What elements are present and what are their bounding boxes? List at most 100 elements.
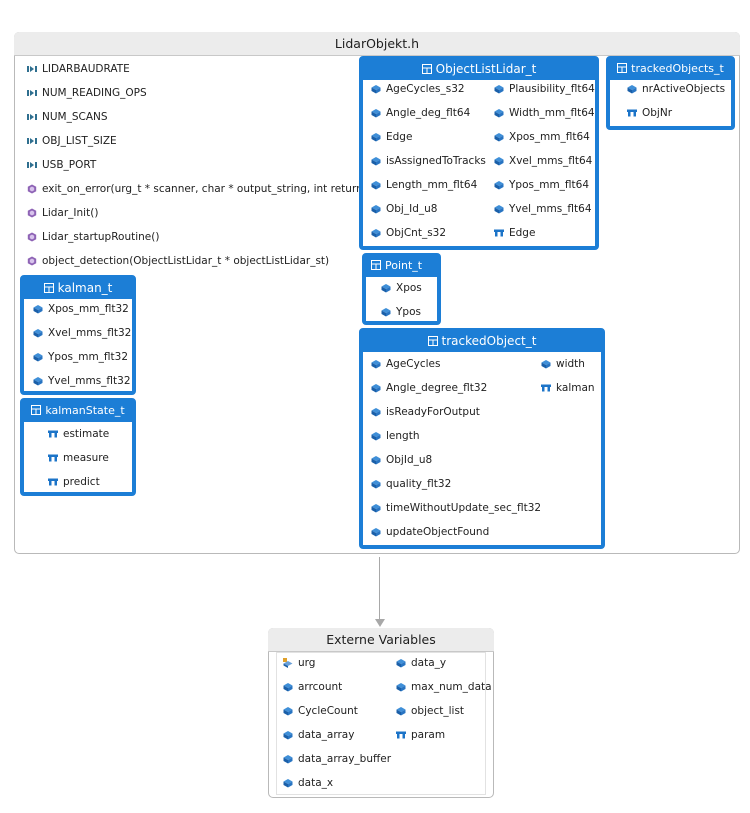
struct-icon <box>371 260 381 270</box>
field-icon <box>396 658 406 668</box>
field-item[interactable]: timeWithoutUpdate_sec_flt32 <box>371 501 541 515</box>
variable-label: data_x <box>298 777 334 789</box>
struct-field-icon <box>48 429 58 439</box>
struct-header[interactable]: ObjectListLidar_t <box>363 60 595 80</box>
function-icon <box>27 208 37 218</box>
field-icon <box>494 108 504 118</box>
struct-field-item[interactable]: kalman <box>541 381 595 395</box>
struct-field-icon <box>48 453 58 463</box>
field-item[interactable]: Ypos <box>381 305 421 319</box>
struct-field-item[interactable]: estimate <box>48 427 109 441</box>
struct-field-icon <box>396 730 406 740</box>
variable-item[interactable]: object_list <box>396 704 464 718</box>
field-item[interactable]: Ypos_mm_flt32 <box>33 350 128 364</box>
field-label: Xpos_mm_flt32 <box>48 303 129 315</box>
field-item[interactable]: length <box>371 429 419 443</box>
struct-header[interactable]: trackedObjects_t <box>610 60 731 80</box>
field-label: nrActiveObjects <box>642 83 726 95</box>
define-label: NUM_READING_OPS <box>42 87 147 99</box>
field-label: predict <box>63 476 100 488</box>
define-item[interactable]: USB_PORT <box>27 158 96 172</box>
struct-field-item[interactable]: predict <box>48 475 100 489</box>
external-variables-title[interactable]: Externe Variables <box>268 628 494 652</box>
struct-kalmanstate-t[interactable]: kalmanState_t <box>20 398 136 496</box>
field-label: measure <box>63 452 109 464</box>
field-item[interactable]: Length_mm_flt64 <box>371 178 477 192</box>
field-item[interactable]: quality_flt32 <box>371 477 451 491</box>
field-item[interactable]: isAssignedToTracks <box>371 154 486 168</box>
variable-item[interactable]: data_x <box>283 776 333 790</box>
field-item[interactable]: Xpos_mm_flt64 <box>494 130 590 144</box>
field-label: Plausibility_flt64 <box>509 83 595 95</box>
field-item[interactable]: Yvel_mms_flt32 <box>33 374 131 388</box>
define-item[interactable]: LIDARBAUDRATE <box>27 62 130 76</box>
struct-header[interactable]: trackedObject_t <box>363 332 601 352</box>
function-item[interactable]: Lidar_startupRoutine() <box>27 230 159 244</box>
field-icon <box>396 706 406 716</box>
field-icon <box>371 407 381 417</box>
function-item[interactable]: object_detection(ObjectListLidar_t * obj… <box>27 254 329 268</box>
field-item[interactable]: Angle_degree_flt32 <box>371 381 487 395</box>
arrow-head-icon <box>375 619 385 627</box>
field-item[interactable]: Xvel_mms_flt32 <box>33 326 131 340</box>
struct-trackedobject-t[interactable]: trackedObject_t <box>359 328 605 549</box>
field-item[interactable]: Angle_deg_flt64 <box>371 106 470 120</box>
field-item[interactable]: Plausibility_flt64 <box>494 82 595 96</box>
field-item[interactable]: Obj_Id_u8 <box>371 202 437 216</box>
function-item[interactable]: exit_on_error(urg_t * scanner, char * ou… <box>27 182 397 196</box>
field-item[interactable]: Width_mm_flt64 <box>494 106 595 120</box>
field-item[interactable]: ObjCnt_s32 <box>371 226 446 240</box>
struct-field-icon <box>627 108 637 118</box>
field-icon <box>494 204 504 214</box>
variable-label: max_num_data <box>411 681 492 693</box>
field-label: Xpos <box>396 282 422 294</box>
define-label: LIDARBAUDRATE <box>42 63 130 75</box>
struct-kalman-t[interactable]: kalman_t <box>20 275 136 395</box>
field-label: Ypos_mm_flt64 <box>509 179 590 191</box>
field-item[interactable]: ObjId_u8 <box>371 453 432 467</box>
header-file-title[interactable]: LidarObjekt.h <box>14 32 740 56</box>
struct-point-t[interactable]: Point_t <box>362 253 441 325</box>
struct-header[interactable]: Point_t <box>366 257 437 277</box>
field-item[interactable]: AgeCycles_s32 <box>371 82 465 96</box>
function-item[interactable]: Lidar_Init() <box>27 206 98 220</box>
field-label: Xvel_mms_flt32 <box>48 327 132 339</box>
field-item[interactable]: Xpos_mm_flt32 <box>33 302 129 316</box>
field-item[interactable]: width <box>541 357 585 371</box>
field-item[interactable]: updateObjectFound <box>371 525 489 539</box>
define-item[interactable]: OBJ_LIST_SIZE <box>27 134 117 148</box>
define-item[interactable]: NUM_READING_OPS <box>27 86 147 100</box>
struct-header[interactable]: kalman_t <box>24 279 132 299</box>
struct-field-item[interactable]: Edge <box>494 226 535 240</box>
function-label: Lidar_Init() <box>42 207 99 219</box>
variable-item[interactable]: data_array_buffer <box>283 752 391 766</box>
variable-item[interactable]: param <box>396 728 445 742</box>
variable-label: CycleCount <box>298 705 358 717</box>
struct-objectlistlidar-t[interactable]: ObjectListLidar_t <box>359 56 599 250</box>
struct-field-item[interactable]: measure <box>48 451 109 465</box>
field-item[interactable]: Xpos <box>381 281 422 295</box>
variable-item[interactable]: max_num_data <box>396 680 492 694</box>
field-label: Xpos_mm_flt64 <box>509 131 590 143</box>
field-label: Edge <box>386 131 413 143</box>
variable-item[interactable]: urg <box>283 656 315 670</box>
struct-header[interactable]: kalmanState_t <box>24 402 132 422</box>
field-item[interactable]: Yvel_mms_flt64 <box>494 202 592 216</box>
variable-item[interactable]: data_array <box>283 728 354 742</box>
field-item[interactable]: isReadyForOutput <box>371 405 480 419</box>
field-item[interactable]: AgeCycles <box>371 357 440 371</box>
variable-item[interactable]: arrcount <box>283 680 342 694</box>
field-label: Yvel_mms_flt64 <box>509 203 592 215</box>
struct-trackedobjects-t[interactable]: trackedObjects_t <box>606 56 735 130</box>
field-icon <box>494 84 504 94</box>
variable-item[interactable]: data_y <box>396 656 446 670</box>
struct-field-item[interactable]: ObjNr <box>627 106 672 120</box>
dependency-connector <box>379 557 380 621</box>
struct-icon <box>421 64 432 74</box>
field-item[interactable]: Ypos_mm_flt64 <box>494 178 589 192</box>
variable-item[interactable]: CycleCount <box>283 704 358 718</box>
field-item[interactable]: nrActiveObjects <box>627 82 725 96</box>
field-item[interactable]: Xvel_mms_flt64 <box>494 154 592 168</box>
define-item[interactable]: NUM_SCANS <box>27 110 108 124</box>
field-item[interactable]: Edge <box>371 130 412 144</box>
